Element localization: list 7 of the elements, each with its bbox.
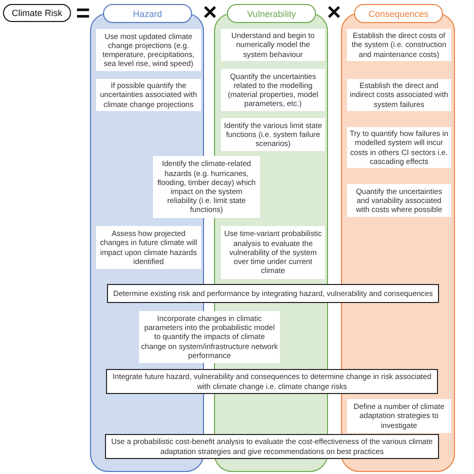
term-pill: Climate Risk [3,4,71,22]
multiply-sign: × [202,3,218,23]
column-title-tab: Hazard [103,4,192,23]
multiply-sign: × [326,3,342,23]
column-title-tab: Consequences [354,4,443,23]
equals-sign: = [74,4,91,24]
column-title-tab: Vulnerability [227,4,316,23]
